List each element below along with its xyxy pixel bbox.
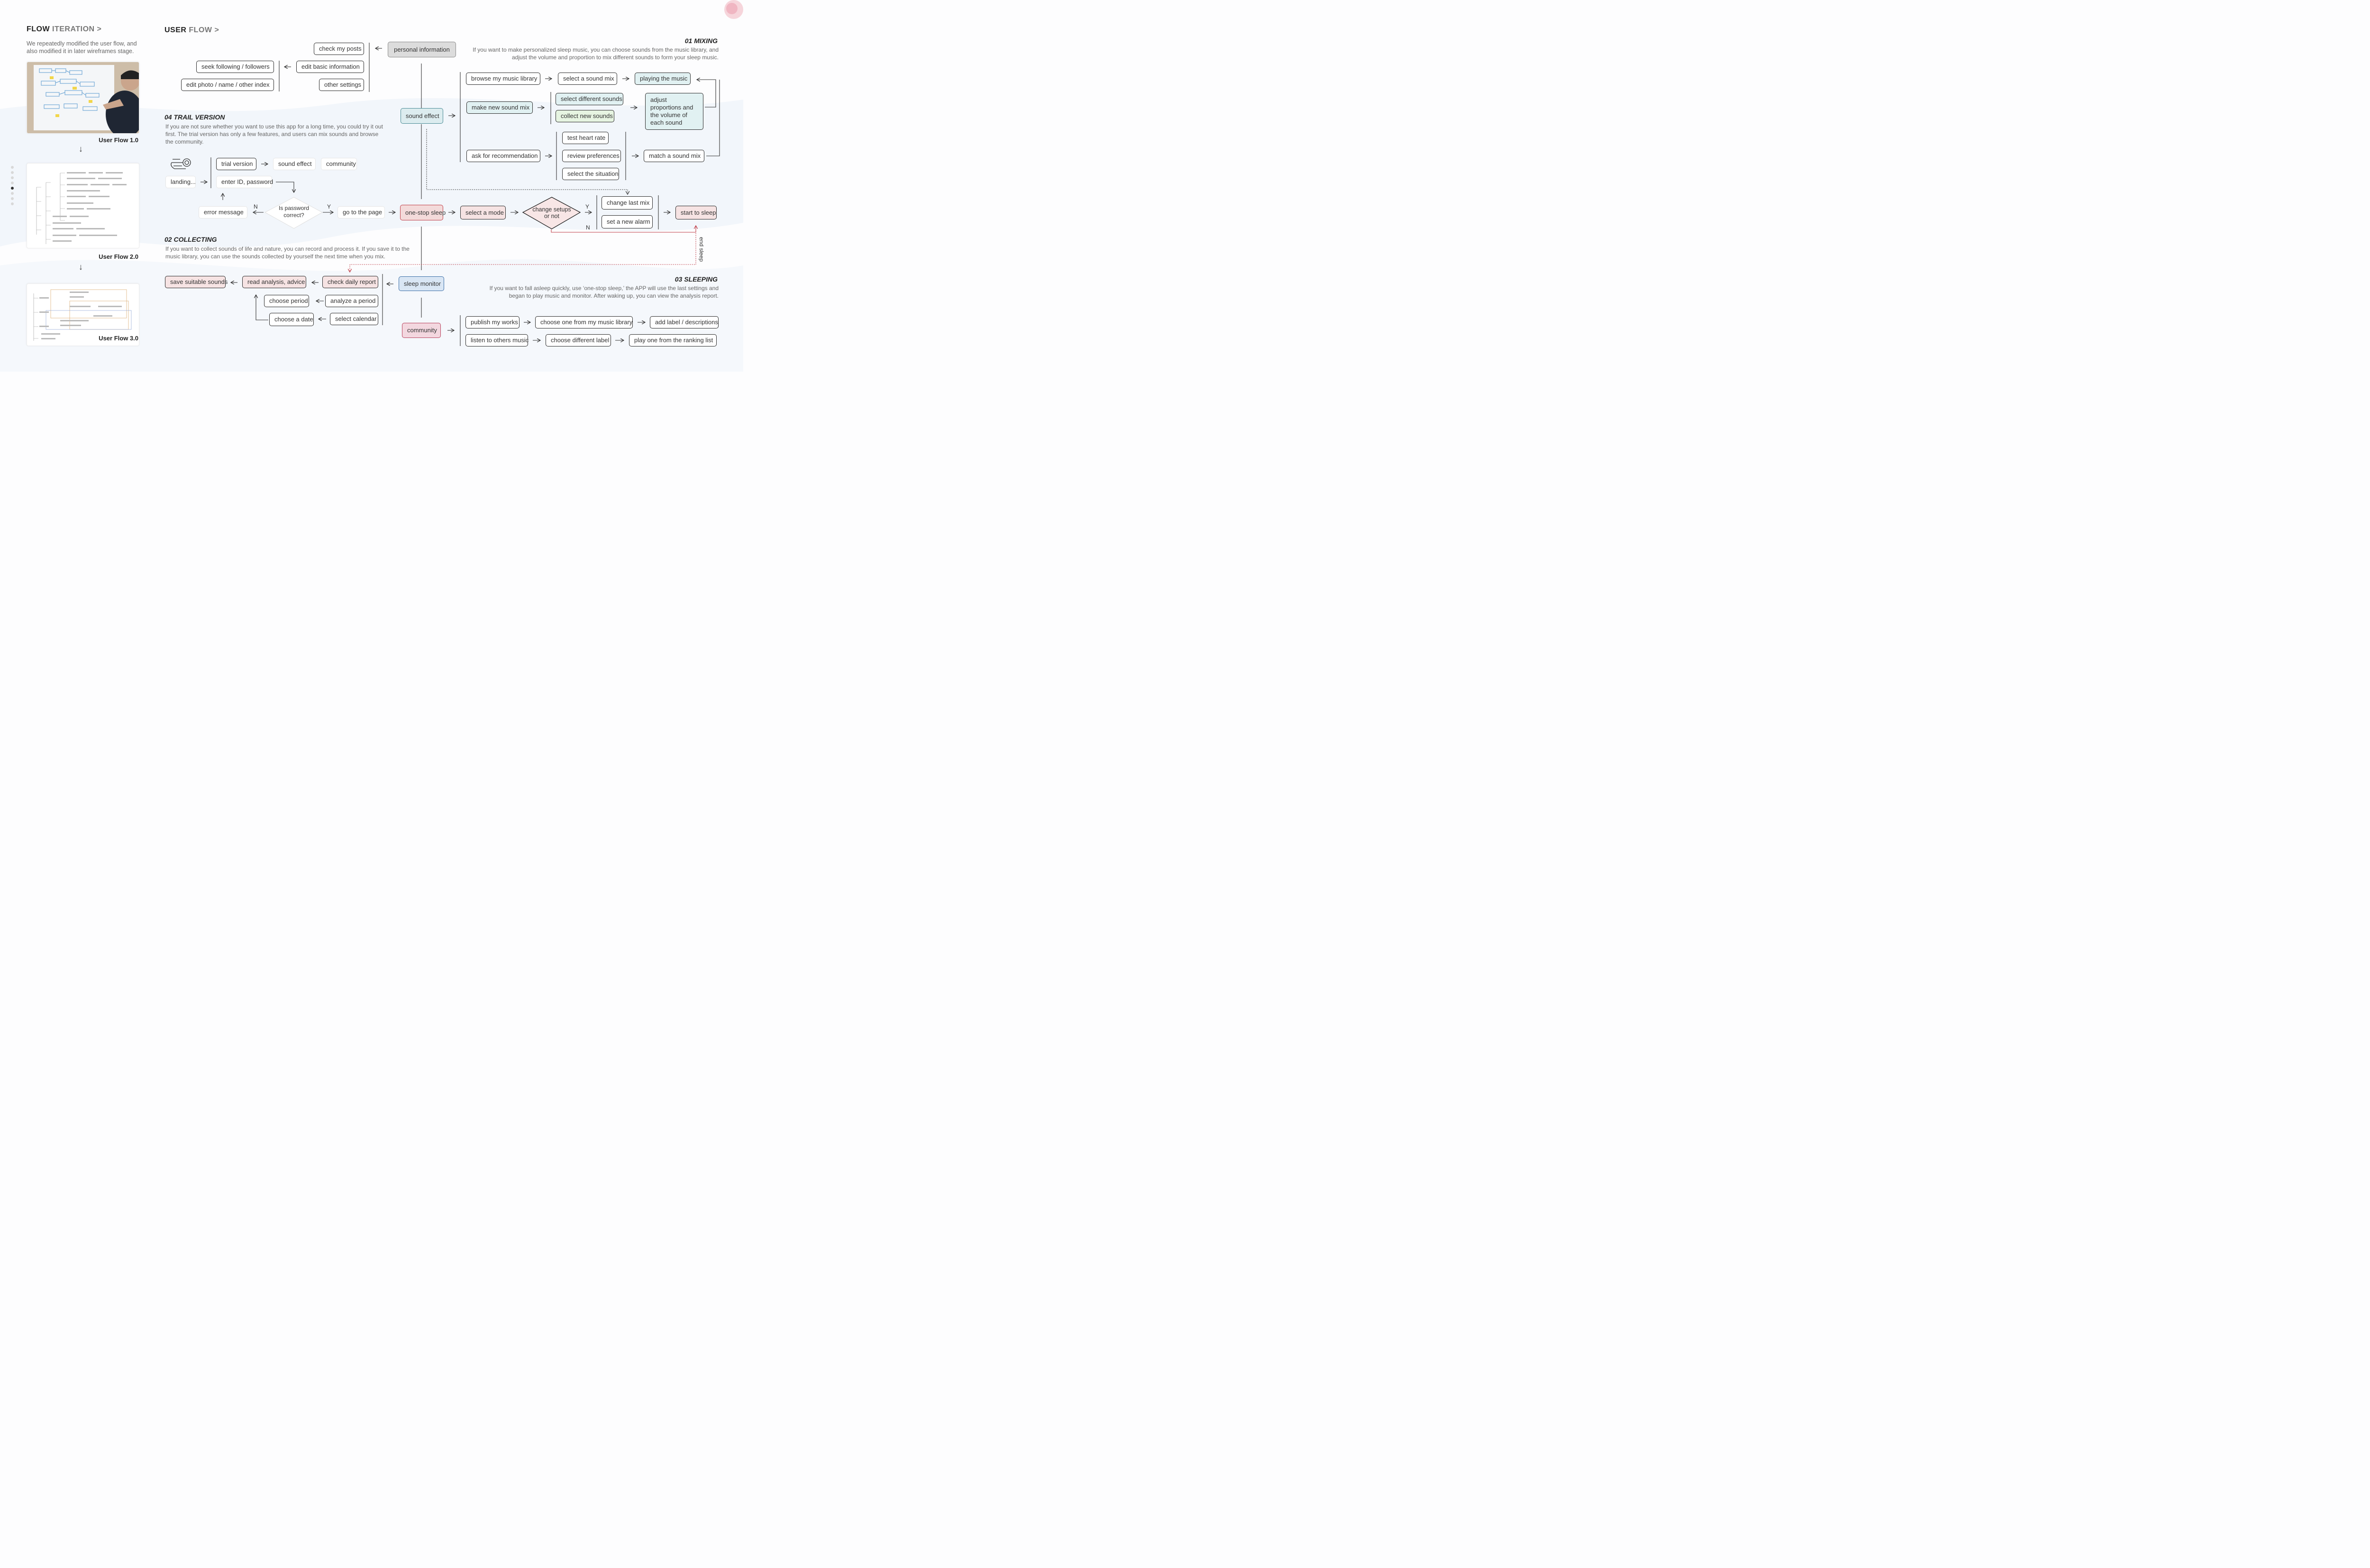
node-one-stop-sleep[interactable]: one-stop sleep	[400, 204, 446, 220]
node-select-sound-mix[interactable]: select a sound mix	[557, 72, 617, 85]
node-select-mode[interactable]: select a mode	[460, 205, 506, 219]
node-choose-date[interactable]: choose a date	[269, 312, 314, 326]
node-personal-information[interactable]: personal information	[387, 41, 456, 57]
node-landing[interactable]: landing...	[165, 175, 196, 188]
setups-decision-diamond	[522, 197, 581, 229]
down-arrow-1: ↓	[78, 144, 83, 154]
node-check-daily-report[interactable]: check daily report	[322, 275, 378, 288]
caption-user-flow-1: User Flow 1.0	[99, 136, 138, 144]
down-arrow-2: ↓	[78, 262, 83, 272]
page-dot-5-active[interactable]	[10, 186, 14, 190]
sleeping-title: 03 SLEEPING	[675, 275, 718, 283]
node-play-ranking[interactable]: play one from the ranking list	[629, 334, 717, 346]
node-other-settings[interactable]: other settings	[319, 78, 364, 91]
page-dot-3[interactable]	[10, 176, 14, 179]
node-add-label[interactable]: add label / descriptions	[649, 316, 719, 328]
setups-question: change setups or not	[532, 206, 571, 219]
node-edit-basic-information[interactable]: edit basic information	[296, 60, 364, 73]
node-choose-period[interactable]: choose period	[264, 294, 309, 307]
node-select-calendar[interactable]: select calendar	[329, 312, 378, 325]
decision-shapes	[264, 197, 581, 229]
collecting-desc: If you want to collect sounds of life an…	[165, 245, 410, 260]
node-sleep-monitor[interactable]: sleep monitor	[398, 276, 444, 291]
whiteboard-photo-icon	[27, 62, 139, 133]
flow-tree-3-icon	[33, 289, 132, 341]
password-yes-label: Y	[327, 203, 331, 210]
node-review-preferences[interactable]: review preferences	[562, 149, 621, 162]
trial-desc: If you are not sure whether you want to …	[165, 123, 383, 145]
node-edit-photo[interactable]: edit photo / name / other index	[181, 78, 274, 91]
page-dot-6[interactable]	[10, 191, 14, 195]
node-publish-works[interactable]: publish my works	[465, 316, 520, 328]
node-sound-effect[interactable]: sound effect	[400, 108, 443, 124]
end-sleep-label: end sleep	[698, 237, 705, 262]
setups-yes-label: Y	[585, 203, 590, 210]
node-make-new-mix[interactable]: make new sound mix	[466, 101, 533, 114]
mixing-title: 01 MIXING	[684, 36, 718, 45]
node-start-to-sleep[interactable]: start to sleep	[675, 205, 717, 219]
node-set-new-alarm[interactable]: set a new alarm	[601, 215, 653, 228]
password-question: Is password correct?	[278, 204, 310, 219]
canvas: FLOW ITERATION > We repeatedly modified …	[0, 0, 743, 372]
user-flow-title-a: USER	[164, 26, 187, 34]
node-match-sound-mix[interactable]: match a sound mix	[643, 149, 704, 162]
flow-tree-2-icon	[36, 172, 127, 244]
node-adjust-proportions[interactable]: adjust proportions and the volume of eac…	[645, 92, 703, 130]
sleeping-desc: If you want to fall asleep quickly, use …	[489, 284, 719, 299]
mixing-desc: If you want to make personalized sleep m…	[473, 46, 719, 61]
caption-user-flow-3: User Flow 3.0	[99, 334, 138, 342]
flow-iteration-title-b: ITERATION >	[52, 25, 102, 33]
node-check-my-posts[interactable]: check my posts	[313, 42, 364, 55]
node-go-to-page[interactable]: go to the page	[337, 206, 385, 219]
user-flow-1-photo	[26, 61, 139, 134]
trial-title: 04 TRAIL VERSION	[164, 113, 225, 121]
page-dot-1[interactable]	[10, 165, 14, 169]
user-flow-3-thumbnail	[26, 283, 139, 346]
user-flow-title-b: FLOW >	[189, 26, 219, 34]
node-ask-recommendation[interactable]: ask for recommendation	[466, 149, 540, 162]
page-dot-8[interactable]	[10, 202, 14, 205]
node-seek-following[interactable]: seek following / followers	[196, 60, 274, 73]
node-read-analysis[interactable]: read analysis, advice	[242, 275, 306, 288]
node-playing-music[interactable]: playing the music	[634, 72, 691, 85]
node-test-heart-rate[interactable]: test heart rate	[562, 131, 609, 144]
node-error-message[interactable]: error message	[198, 206, 247, 219]
node-trial-sound-effect[interactable]: sound effect	[273, 157, 316, 170]
node-choose-from-library[interactable]: choose one from my music library	[535, 316, 633, 328]
node-collect-new-sounds[interactable]: collect new sounds	[555, 109, 614, 122]
setups-no-label: N	[585, 224, 590, 231]
user-flow-title: USER FLOW >	[164, 26, 219, 35]
page-dot-2[interactable]	[10, 171, 14, 174]
user-flow-2-thumbnail	[26, 163, 139, 248]
node-enter-id[interactable]: enter ID, password	[216, 175, 273, 188]
page-dot-4[interactable]	[10, 181, 14, 184]
node-select-different-sounds[interactable]: select different sounds	[555, 92, 623, 105]
flow-connectors	[200, 42, 720, 346]
page-dot-7[interactable]	[10, 197, 14, 200]
password-decision-diamond	[264, 197, 323, 229]
node-browse-library[interactable]: browse my music library	[465, 72, 540, 85]
node-save-suitable[interactable]: save suitable sounds	[164, 275, 228, 288]
password-no-label: N	[253, 203, 258, 210]
caption-user-flow-2: User Flow 2.0	[99, 253, 138, 260]
node-analyze-period[interactable]: analyze a period	[325, 294, 378, 307]
node-trial-community[interactable]: community	[320, 157, 357, 170]
node-listen-others[interactable]: listen to others music	[465, 334, 529, 346]
collecting-title: 02 COLLECTING	[164, 235, 217, 243]
node-select-situation[interactable]: select the situation	[562, 167, 619, 180]
hand-tap-icon	[171, 158, 191, 169]
flow-iteration-desc: We repeatedly modified the user flow, an…	[26, 40, 137, 55]
node-choose-label[interactable]: choose different label	[545, 334, 611, 346]
node-trial-version[interactable]: trial version	[216, 157, 256, 170]
node-community[interactable]: community	[401, 322, 441, 338]
flow-iteration-title: FLOW ITERATION >	[27, 25, 101, 34]
node-change-last-mix[interactable]: change last mix	[601, 196, 653, 210]
flow-iteration-title-a: FLOW	[26, 25, 50, 33]
